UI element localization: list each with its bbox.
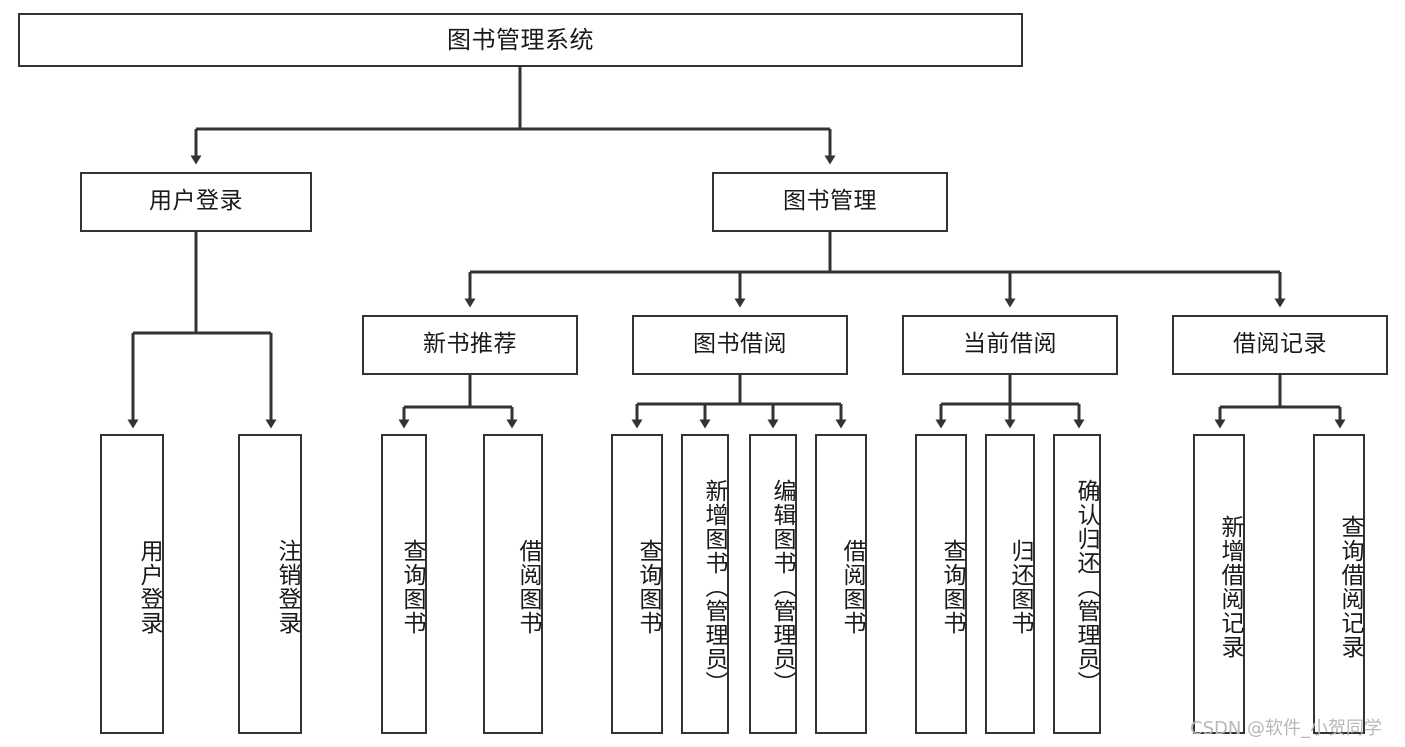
node-root-system[interactable]: 图书管理系统 <box>18 13 1023 67</box>
node-leaf-logout-login[interactable]: 注销登录 <box>238 434 302 734</box>
node-leaf-confirm-return[interactable]: 确认归还（管理员） <box>1053 434 1101 734</box>
node-leaf-borrow-book-1[interactable]: 借阅图书 <box>483 434 543 734</box>
node-leaf-query-book-3[interactable]: 查询图书 <box>915 434 967 734</box>
node-leaf-edit-book[interactable]: 编辑图书（管理员） <box>749 434 797 734</box>
node-leaf-query-book-2[interactable]: 查询图书 <box>611 434 663 734</box>
node-new-book-recommend[interactable]: 新书推荐 <box>362 315 578 375</box>
node-leaf-query-borrow-record[interactable]: 查询借阅记录 <box>1313 434 1365 734</box>
node-leaf-return-book[interactable]: 归还图书 <box>985 434 1035 734</box>
csdn-watermark: CSDN @软件_小贺同学 <box>1190 718 1383 739</box>
node-leaf-add-borrow-record[interactable]: 新增借阅记录 <box>1193 434 1245 734</box>
node-current-borrow[interactable]: 当前借阅 <box>902 315 1118 375</box>
node-leaf-user-login[interactable]: 用户登录 <box>100 434 164 734</box>
node-leaf-add-book[interactable]: 新增图书（管理员） <box>681 434 729 734</box>
node-leaf-borrow-book-2[interactable]: 借阅图书 <box>815 434 867 734</box>
node-book-borrow[interactable]: 图书借阅 <box>632 315 848 375</box>
node-leaf-query-book-1[interactable]: 查询图书 <box>381 434 427 734</box>
node-user-login[interactable]: 用户登录 <box>80 172 312 232</box>
node-borrow-record[interactable]: 借阅记录 <box>1172 315 1388 375</box>
node-book-management[interactable]: 图书管理 <box>712 172 948 232</box>
